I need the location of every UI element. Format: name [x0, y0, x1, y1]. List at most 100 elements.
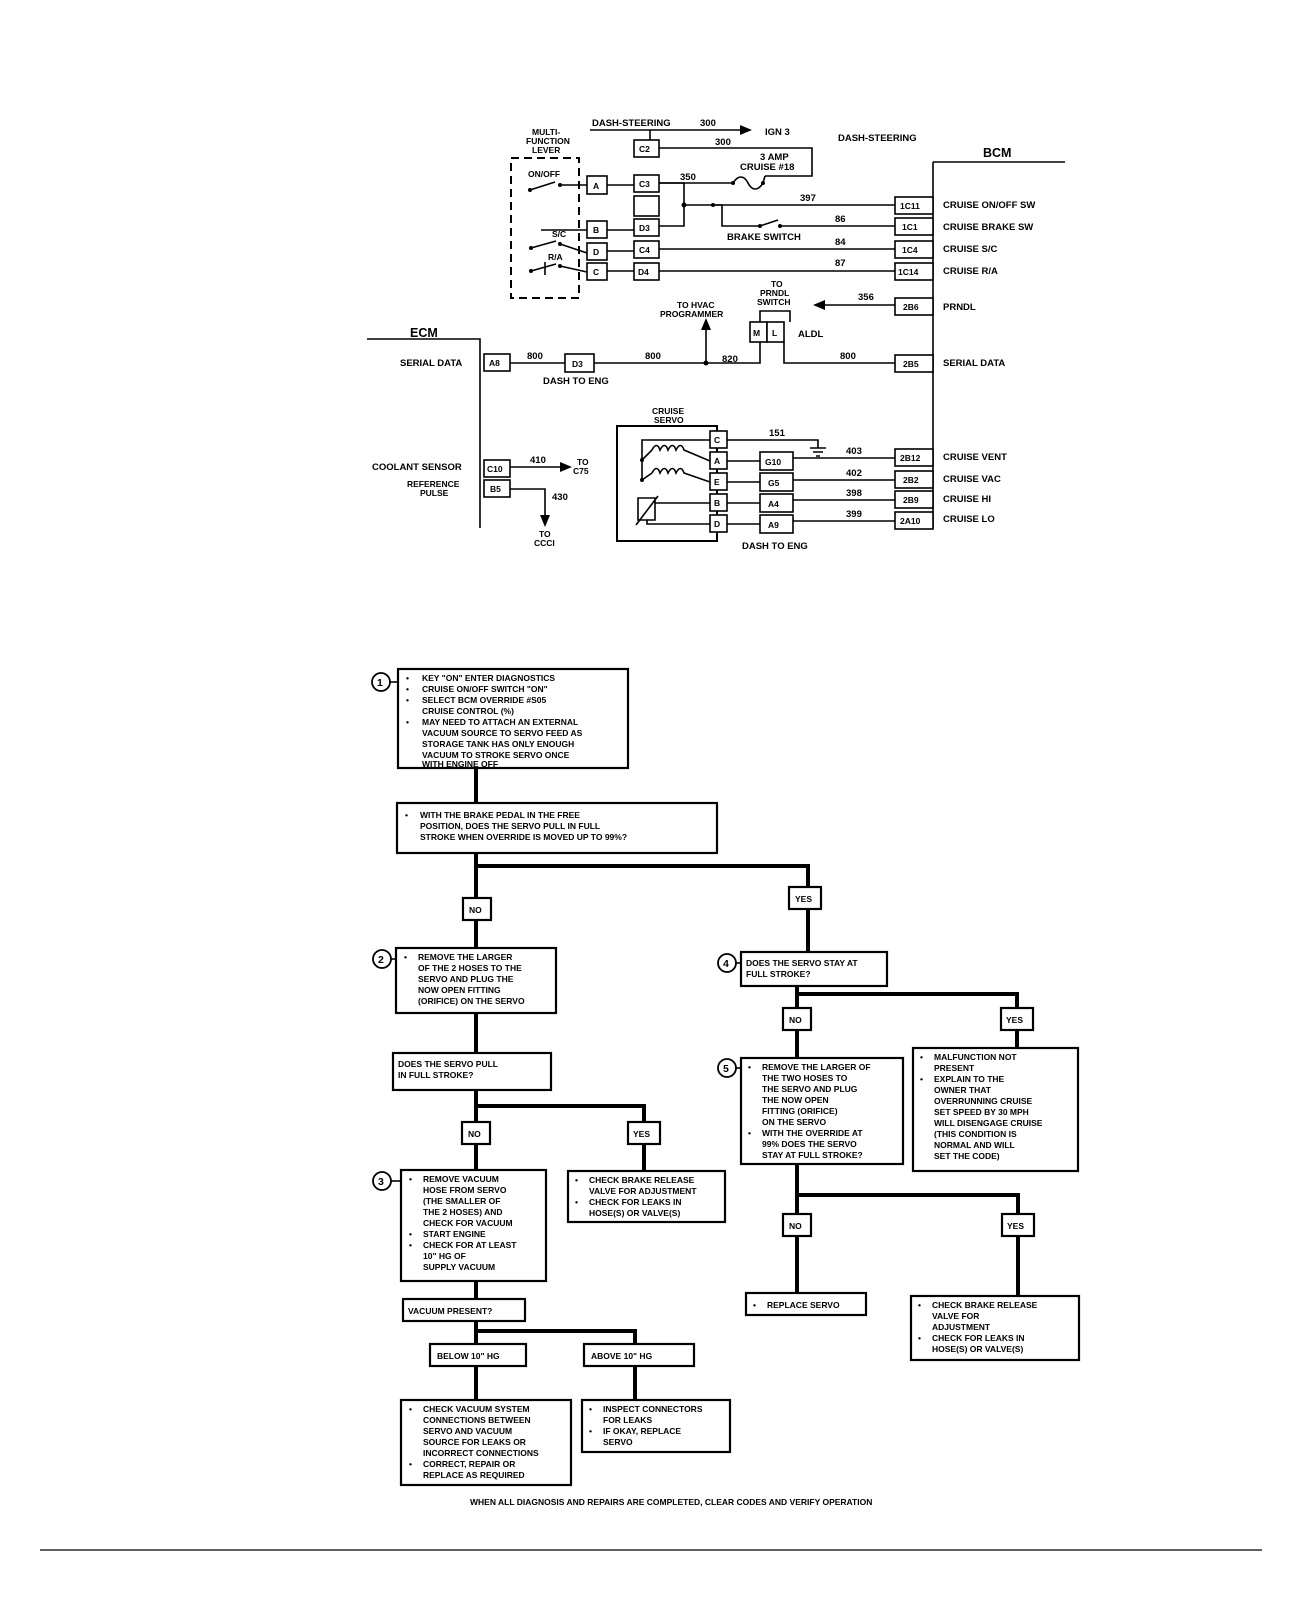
svg-text:C4: C4 [639, 245, 650, 255]
step-2-box [394, 946, 558, 1015]
answer-no-2 [460, 1120, 492, 1146]
svg-text:CORRECT, REPAIR OR: CORRECT, REPAIR OR [423, 1459, 515, 1469]
svg-text:THE 2 HOSES) AND: THE 2 HOSES) AND [423, 1207, 503, 1217]
svg-text:CRUISE ON/OFF SWITCH "ON": CRUISE ON/OFF SWITCH "ON" [422, 684, 548, 694]
svg-text:CHECK FOR LEAKS IN: CHECK FOR LEAKS IN [932, 1333, 1025, 1343]
svg-text:•: • [920, 1074, 923, 1084]
svg-text:2: 2 [378, 954, 384, 966]
svg-text:2B2: 2B2 [903, 475, 919, 485]
svg-text:C10: C10 [487, 464, 503, 474]
svg-text:10" HG OF: 10" HG OF [423, 1251, 466, 1261]
svg-text:SWITCH: SWITCH [757, 297, 791, 307]
svg-text:IF OKAY, REPLACE: IF OKAY, REPLACE [603, 1426, 681, 1436]
svg-text:THE NOW OPEN: THE NOW OPEN [762, 1095, 829, 1105]
step-5-box [739, 1056, 905, 1166]
svg-text:A8: A8 [489, 358, 500, 368]
svg-text:ABOVE 10" HG: ABOVE 10" HG [591, 1351, 653, 1361]
svg-text:1C14: 1C14 [898, 267, 919, 277]
svg-text:FITTING (ORIFICE): FITTING (ORIFICE) [762, 1106, 838, 1116]
svg-text:CRUISE CONTROL (%): CRUISE CONTROL (%) [422, 706, 514, 716]
svg-text:OVERRUNNING CRUISE: OVERRUNNING CRUISE [934, 1096, 1033, 1106]
svg-text:2A10: 2A10 [900, 516, 921, 526]
inspect-connectors-box [580, 1398, 732, 1454]
svg-text:SERVO AND PLUG THE: SERVO AND PLUG THE [418, 974, 514, 984]
svg-text:CHECK FOR AT LEAST: CHECK FOR AT LEAST [423, 1240, 517, 1250]
wire-398: 398 [846, 488, 862, 499]
question-3-box [401, 1297, 527, 1323]
svg-text:SERVO: SERVO [654, 415, 684, 425]
aldl-pin-l [766, 321, 785, 343]
svg-text:(ORIFICE) ON THE SERVO: (ORIFICE) ON THE SERVO [418, 996, 525, 1006]
svg-text:D3: D3 [572, 359, 583, 369]
bcm-label-serial: SERIAL DATA [943, 358, 1005, 369]
svg-text:VACUUM SOURCE TO SERVO FEED AS: VACUUM SOURCE TO SERVO FEED AS [422, 728, 583, 738]
svg-text:•: • [575, 1197, 578, 1207]
answer-no-5 [781, 1212, 813, 1238]
svg-text:•: • [406, 717, 409, 727]
svg-text:B5: B5 [490, 484, 501, 494]
wire-397: 397 [800, 193, 816, 204]
svg-text:NO: NO [789, 1221, 802, 1231]
svg-text:CHECK BRAKE RELEASE: CHECK BRAKE RELEASE [589, 1175, 695, 1185]
svg-text:POSITION, DOES THE SERVO PULL: POSITION, DOES THE SERVO PULL IN FULL [420, 821, 600, 831]
answer-no-4 [781, 1006, 813, 1032]
question-1-box [395, 801, 719, 855]
answer-yes-5 [1000, 1212, 1036, 1238]
svg-text:NOW OPEN FITTING: NOW OPEN FITTING [418, 985, 501, 995]
svg-text:SUPPLY VACUUM: SUPPLY VACUUM [423, 1262, 495, 1272]
svg-text:•: • [405, 810, 408, 820]
svg-text:•: • [918, 1333, 921, 1343]
svg-text:FULL STROKE?: FULL STROKE? [746, 969, 811, 979]
svg-text:THE TWO HOSES TO: THE TWO HOSES TO [762, 1073, 848, 1083]
ra-label: R/A [548, 252, 563, 262]
svg-text:REPLACE AS REQUIRED: REPLACE AS REQUIRED [423, 1470, 525, 1480]
answer-yes-4 [999, 1006, 1035, 1032]
svg-text:•: • [409, 1174, 412, 1184]
svg-text:D: D [593, 247, 599, 257]
wire-356: 356 [858, 292, 874, 303]
svg-text:ON THE SERVO: ON THE SERVO [762, 1117, 826, 1127]
wire-430: 430 [552, 492, 568, 503]
above-10hg-box [582, 1342, 696, 1368]
svg-text:HOSE(S) OR VALVE(S): HOSE(S) OR VALVE(S) [932, 1344, 1023, 1354]
fuse-line1: 3 AMP [760, 152, 789, 163]
svg-text:D: D [714, 519, 720, 529]
bcm-label-prndl: PRNDL [943, 302, 976, 313]
eng-conn-a4 [759, 493, 794, 513]
svg-text:•: • [920, 1052, 923, 1062]
svg-text:PULSE: PULSE [420, 488, 449, 498]
brake-check-box-1 [566, 1169, 727, 1224]
svg-text:C3: C3 [639, 179, 650, 189]
eng-conn-g10 [759, 451, 794, 471]
bcm-label-lo: CRUISE LO [943, 514, 995, 525]
svg-text:L: L [772, 328, 777, 338]
answer-yes-1 [787, 885, 823, 911]
wire-87: 87 [835, 258, 846, 269]
wire-151: 151 [769, 428, 786, 439]
svg-text:THE SERVO AND PLUG: THE SERVO AND PLUG [762, 1084, 858, 1094]
svg-text:STROKE WHEN OVERRIDE IS MOVED: STROKE WHEN OVERRIDE IS MOVED UP TO 99%? [420, 832, 627, 842]
svg-text:•: • [753, 1300, 756, 1310]
svg-text:2B12: 2B12 [900, 453, 921, 463]
svg-text:•: • [409, 1459, 412, 1469]
below-10hg-box [428, 1342, 528, 1368]
onoff-label: ON/OFF [528, 169, 560, 179]
svg-text:VACUUM TO STROKE SERVO ONCE: VACUUM TO STROKE SERVO ONCE [422, 750, 570, 760]
svg-text:4: 4 [723, 958, 729, 970]
svg-text:99% DOES THE SERVO: 99% DOES THE SERVO [762, 1139, 857, 1149]
svg-text:•: • [409, 1240, 412, 1250]
svg-text:DOES THE SERVO STAY AT: DOES THE SERVO STAY AT [746, 958, 858, 968]
bcm-pin-1c4 [894, 240, 934, 259]
svg-text:E: E [714, 477, 720, 487]
svg-text:B: B [593, 225, 599, 235]
svg-text:YES: YES [795, 894, 812, 904]
question-4-box [739, 950, 889, 988]
svg-text:C2: C2 [639, 144, 650, 154]
bcm-pin-1c11 [894, 196, 934, 215]
ecm-serial-label: SERIAL DATA [400, 358, 462, 369]
svg-text:3: 3 [378, 1176, 384, 1188]
svg-text:VALVE FOR ADJUSTMENT: VALVE FOR ADJUSTMENT [589, 1186, 697, 1196]
bcm-label-onoff: CRUISE ON/OFF SW [943, 200, 1035, 211]
svg-text:MAY NEED TO ATTACH AN EXTERNAL: MAY NEED TO ATTACH AN EXTERNAL [422, 717, 578, 727]
replace-servo-box [744, 1291, 868, 1317]
